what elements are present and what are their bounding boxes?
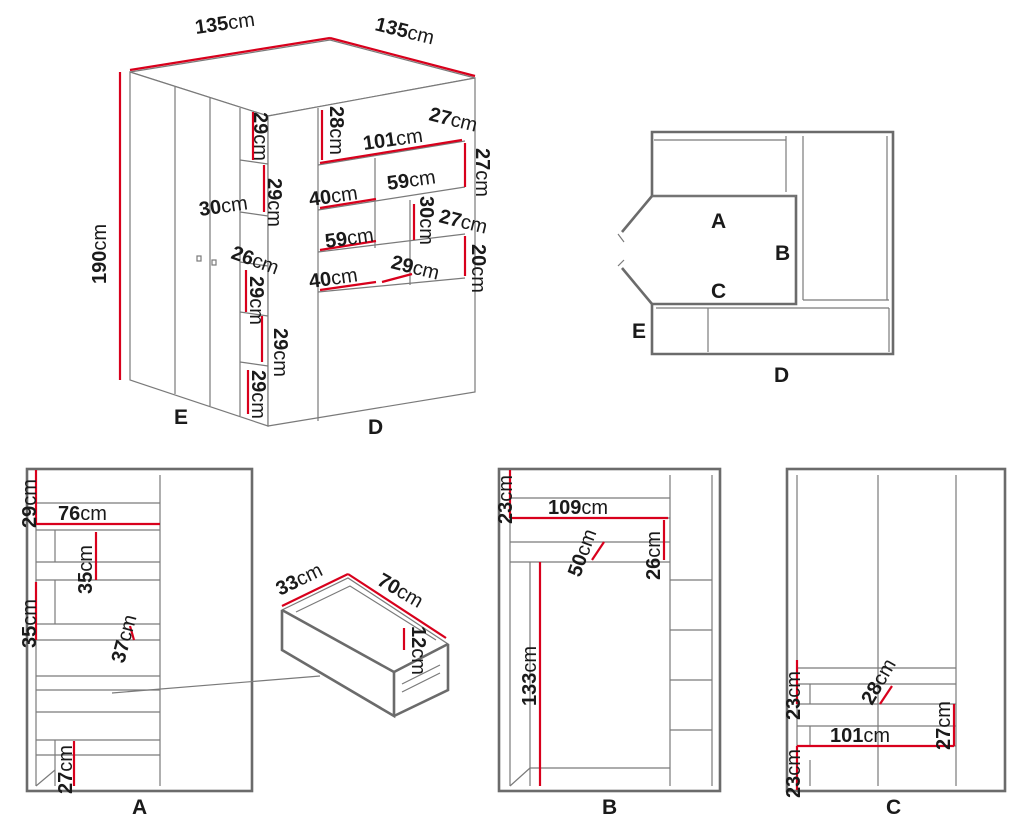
section-b-drawing <box>497 467 722 793</box>
dim-left-col-1: 29cm <box>249 112 271 161</box>
dim-shelf-28: 28cm <box>325 106 347 155</box>
dim-shelf-59b: 59cm <box>324 224 376 253</box>
overview-label-e: E <box>174 406 188 429</box>
section-a-dim-35a: 35cm <box>75 545 97 594</box>
dim-shelf-27b: 27cm <box>471 148 493 197</box>
plan-label-d: D <box>774 364 789 387</box>
section-c-dim-23a: 23cm <box>783 671 805 720</box>
section-c-dim-27: 27cm <box>933 701 955 750</box>
section-a-dim-37: 37cm <box>108 612 142 665</box>
dim-width-right-line <box>329 36 476 78</box>
overview-drawing <box>118 36 476 427</box>
drawer-dim-12: 12cm <box>407 626 429 675</box>
plan-label-e: E <box>632 320 646 343</box>
section-a-dim-35b: 35cm <box>19 599 41 648</box>
section-c-dim-101: 101cm <box>830 725 890 747</box>
dim-shelf-59a: 59cm <box>386 166 438 195</box>
section-c-drawing <box>785 467 1007 793</box>
section-a-dim-29: 29cm <box>19 479 41 528</box>
section-c-dim-28: 28cm <box>857 655 901 708</box>
dim-left-col-3: 30cm <box>198 192 250 221</box>
plan-drawing <box>617 130 895 356</box>
dim-left-col-5: 29cm <box>245 276 267 325</box>
section-b-label: B <box>602 796 617 819</box>
dim-left-col-7: 29cm <box>247 370 269 419</box>
section-b-dim-26: 26cm <box>643 531 665 580</box>
dim-shelf-30: 30cm <box>415 196 437 245</box>
dim-width-left: 135cm <box>194 9 257 39</box>
section-a-dim-76: 76cm <box>58 503 107 525</box>
section-b-dim-23: 23cm <box>495 475 517 524</box>
section-c-label: C <box>886 796 901 819</box>
dim-left-col-6: 29cm <box>269 328 291 377</box>
drawer-drawing <box>280 573 450 719</box>
section-b-dim-109: 109cm <box>548 497 608 519</box>
dim-shelf-40a: 40cm <box>308 182 360 211</box>
dim-width-right: 135cm <box>373 14 437 50</box>
right-face <box>267 77 476 427</box>
dim-shelf-101: 101cm <box>362 125 425 155</box>
dim-height: 190cm <box>89 224 111 284</box>
dim-shelf-40b: 40cm <box>308 264 360 293</box>
dim-left-col-2: 29cm <box>263 178 285 227</box>
overview-label-d: D <box>368 416 383 439</box>
section-a-label: A <box>132 796 147 819</box>
section-a-dim-27: 27cm <box>55 745 77 794</box>
plan-label-c: C <box>711 280 726 303</box>
plan-label-a: A <box>711 210 726 233</box>
dim-width-left-line <box>129 36 331 72</box>
section-c-dim-23b: 23cm <box>783 749 805 798</box>
dim-shelf-20: 20cm <box>467 244 489 293</box>
plan-label-b: B <box>775 242 790 265</box>
section-b-dim-133: 133cm <box>519 646 541 706</box>
section-a-drawing <box>25 467 321 793</box>
